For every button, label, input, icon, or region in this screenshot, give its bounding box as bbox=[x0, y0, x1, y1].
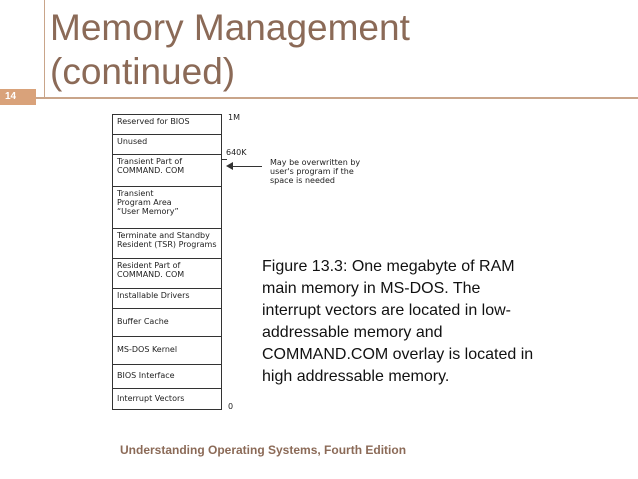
slide-number: 14 bbox=[0, 89, 36, 105]
memory-cell-interrupt-vectors: Interrupt Vectors bbox=[113, 389, 221, 409]
arrow-left-icon bbox=[226, 162, 233, 170]
memory-cell-text: COMMAND. COM bbox=[117, 270, 185, 279]
caption-line: addressable memory and bbox=[262, 324, 443, 341]
overwrite-note-line: May be overwritten by bbox=[270, 158, 361, 167]
memory-cell-unused: Unused bbox=[113, 135, 221, 155]
memory-cell-text: Program Area bbox=[117, 198, 172, 207]
address-label-bottom: 0 bbox=[228, 402, 234, 411]
memory-cell-text: MS-DOS Kernel bbox=[117, 345, 178, 354]
slide-title-line: Memory Management bbox=[50, 7, 410, 48]
memory-cell-text: COMMAND. COM bbox=[117, 166, 185, 175]
caption-line: interrupt vectors are located in low- bbox=[262, 302, 511, 319]
memory-cell-text: Reserved for BIOS bbox=[117, 117, 190, 126]
memory-cell-text: BIOS Interface bbox=[117, 371, 175, 380]
slide-footer: Understanding Operating Systems, Fourth … bbox=[120, 443, 407, 457]
title-divider-horizontal bbox=[0, 97, 638, 99]
figure-caption: Figure 13.3: One megabyte of RAM main me… bbox=[262, 256, 612, 388]
address-label-640k: 640K bbox=[226, 148, 247, 157]
memory-map-diagram: Reserved for BIOS Unused Transient Part … bbox=[112, 114, 222, 410]
memory-cell-text: Interrupt Vectors bbox=[117, 394, 185, 403]
caption-line: main memory in MS-DOS. The bbox=[262, 280, 481, 297]
memory-cell-text: Terminate and Standby bbox=[117, 231, 210, 240]
memory-cell-text: Resident Part of bbox=[117, 261, 181, 270]
memory-cell-text: Unused bbox=[117, 137, 148, 146]
memory-cell-buffer-cache: Buffer Cache bbox=[113, 309, 221, 337]
caption-line: COMMAND.COM overlay is located in bbox=[262, 346, 534, 363]
slide-title: Memory Management (continued) bbox=[50, 6, 610, 94]
memory-cell-tsr: Terminate and Standby Resident (TSR) Pro… bbox=[113, 229, 221, 259]
memory-cell-bios-interface: BIOS Interface bbox=[113, 365, 221, 389]
memory-cell-transient-command: Transient Part of COMMAND. COM bbox=[113, 155, 221, 187]
memory-cell-text: Installable Drivers bbox=[117, 291, 190, 300]
memory-cell-text: “User Memory” bbox=[117, 207, 179, 216]
memory-cell-bios-reserved: Reserved for BIOS bbox=[113, 115, 221, 135]
memory-cell-text: Buffer Cache bbox=[117, 317, 169, 326]
caption-line: high addressable memory. bbox=[262, 368, 450, 385]
memory-cell-user-memory: Transient Program Area “User Memory” bbox=[113, 187, 221, 229]
memory-cell-text: Transient Part of bbox=[117, 157, 183, 166]
memory-cell-text: Resident (TSR) Programs bbox=[117, 240, 217, 249]
overwrite-note-line: space is needed bbox=[270, 176, 335, 185]
title-divider-vertical bbox=[44, 0, 45, 97]
memory-cell-text: Transient bbox=[117, 189, 154, 198]
overwrite-note: May be overwritten by user's program if … bbox=[270, 158, 360, 185]
address-label-top: 1M bbox=[228, 113, 240, 122]
slide-title-line: (continued) bbox=[50, 51, 236, 92]
memory-cell-kernel: MS-DOS Kernel bbox=[113, 337, 221, 365]
memory-cell-drivers: Installable Drivers bbox=[113, 289, 221, 309]
arrow-shaft bbox=[232, 166, 262, 167]
caption-line: Figure 13.3: One megabyte of RAM bbox=[262, 258, 515, 275]
address-tick bbox=[222, 159, 227, 160]
overwrite-note-line: user's program if the bbox=[270, 167, 354, 176]
memory-cell-resident-command: Resident Part of COMMAND. COM bbox=[113, 259, 221, 289]
